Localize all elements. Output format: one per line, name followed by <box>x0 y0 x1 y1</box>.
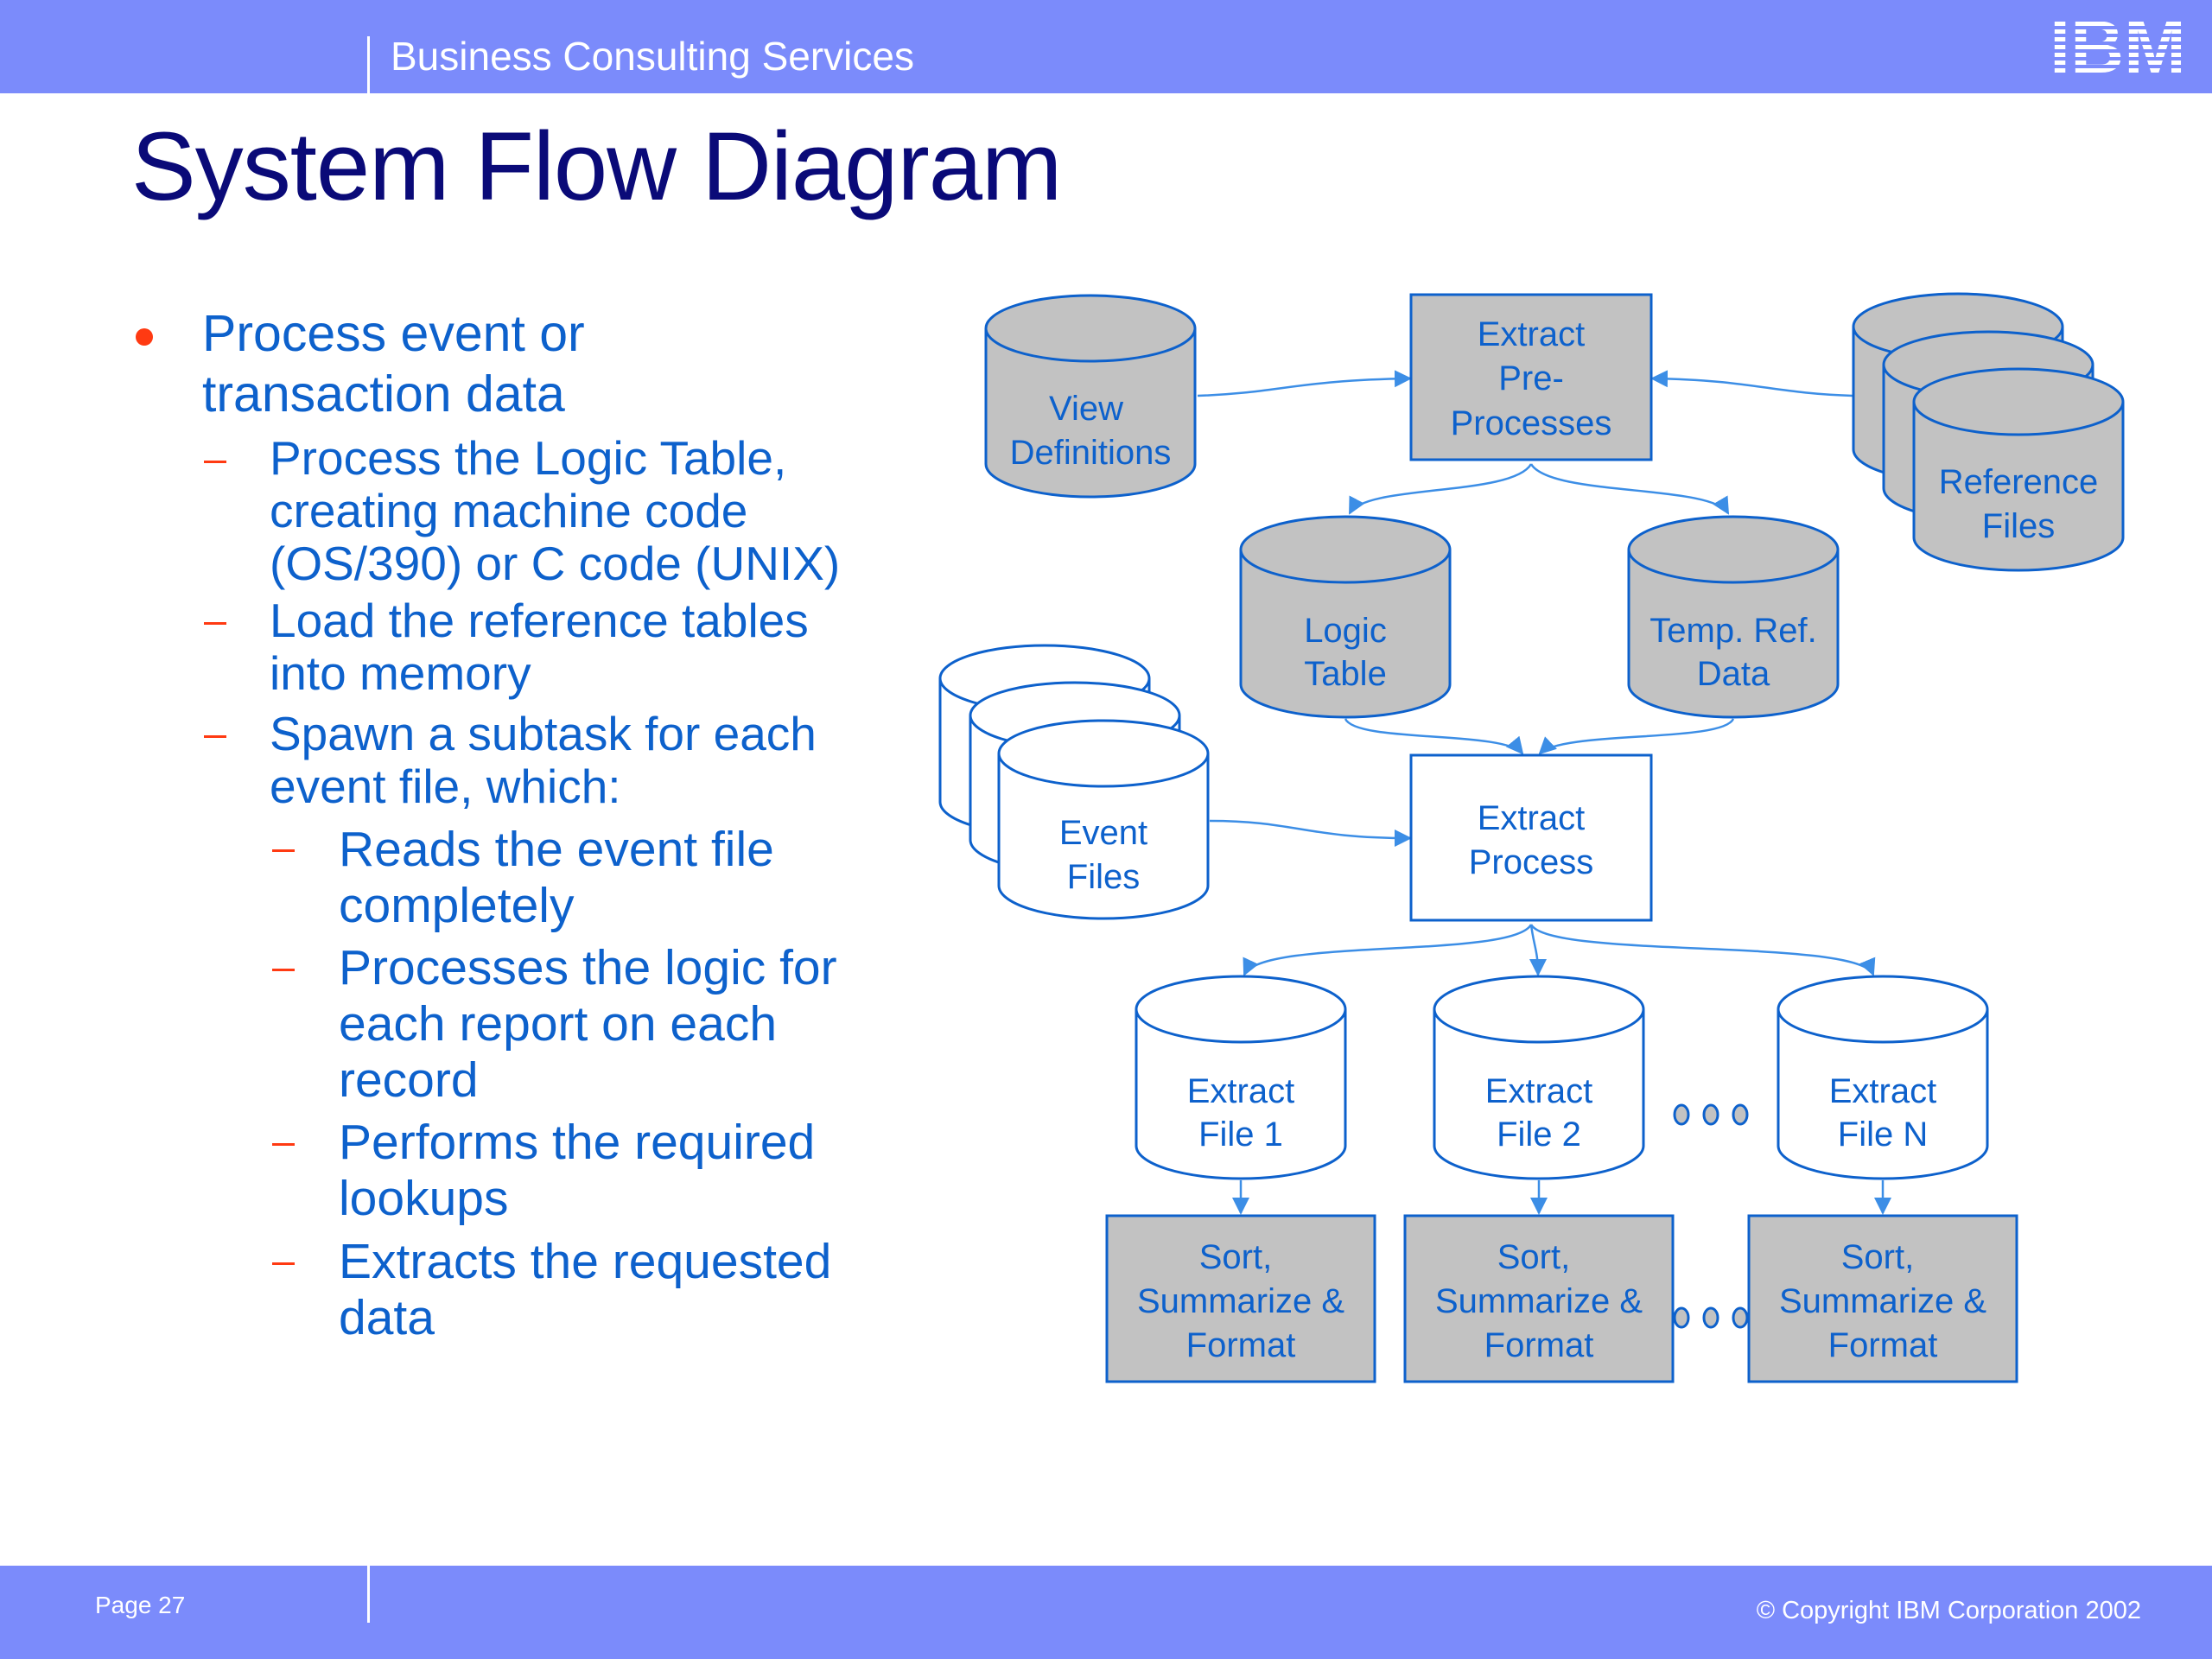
svg-text:Summarize &: Summarize & <box>1137 1282 1344 1320</box>
system-flow-diagram: View Definitions Extract Pre- Processes … <box>938 292 2125 1383</box>
extract-process-box: Extract Process <box>1409 753 1653 922</box>
sub1-line-3: (OS/390) or C code (UNIX) <box>270 537 841 590</box>
svg-text:Extract: Extract <box>1485 1072 1592 1110</box>
event-files-cylinders: Event Files <box>938 644 1210 920</box>
sub-dash <box>272 969 295 971</box>
svg-text:Reference: Reference <box>1939 463 2099 501</box>
arrow-extract-to-file1 <box>1243 924 1533 976</box>
sub1-line-1: Process the Logic Table, <box>270 431 787 485</box>
page-title: System Flow Diagram <box>131 112 1062 220</box>
sub3-line-2: event file, which: <box>270 760 621 813</box>
extract-preprocesses-box: Extract Pre- Processes <box>1409 293 1653 461</box>
svg-text:Summarize &: Summarize & <box>1779 1282 1986 1320</box>
svg-text:IBM: IBM <box>2050 12 2186 78</box>
sub3b-line-2: each report on each <box>339 996 778 1052</box>
sub3a-line-2: completely <box>339 878 575 933</box>
svg-text:File N: File N <box>1838 1116 1928 1154</box>
sub3b-line-3: record <box>339 1052 479 1108</box>
arrow-event-to-extract <box>1209 819 1412 847</box>
bullet-list: Process event or transaction data Proces… <box>0 0 899 1469</box>
extract-file-1-cylinder: Extract File 1 <box>1135 975 1347 1180</box>
svg-text:Sort,: Sort, <box>1841 1238 1914 1276</box>
svg-text:Files: Files <box>1067 858 1140 896</box>
sub-dash <box>272 1262 295 1265</box>
sub3d-line-1: Extracts the requested <box>339 1234 832 1289</box>
temp-ref-data-cylinder: Temp. Ref. Data <box>1627 515 1840 719</box>
header-bar: Business Consulting Services IBM <box>0 0 2212 93</box>
sub-dash <box>204 735 226 738</box>
copyright-notice: © Copyright IBM Corporation 2002 <box>1756 1597 2141 1624</box>
arrow-view-to-preprocess <box>1197 370 1412 397</box>
footer-bar: Page 27 © Copyright IBM Corporation 2002 <box>0 1566 2212 1659</box>
header-divider <box>367 36 370 93</box>
svg-text:File 1: File 1 <box>1198 1116 1283 1154</box>
flow-arrows <box>1197 370 1891 1215</box>
sub3c-line-2: lookups <box>339 1171 509 1226</box>
svg-text:View: View <box>1049 390 1123 428</box>
sub-dash <box>272 849 295 852</box>
sub2-line-2: into memory <box>270 646 531 700</box>
extract-file-n-cylinder: Extract File N <box>1777 975 1989 1180</box>
svg-text:File 2: File 2 <box>1497 1116 1581 1154</box>
reference-files-cylinders: Reference Files <box>1852 292 2125 572</box>
ellipsis-dots-files <box>1673 1103 1749 1126</box>
svg-text:Format: Format <box>1186 1326 1296 1364</box>
svg-text:Extract: Extract <box>1187 1072 1294 1110</box>
svg-text:Temp. Ref.: Temp. Ref. <box>1649 612 1816 650</box>
arrow-preprocess-to-temp <box>1529 463 1730 515</box>
header-title: Business Consulting Services <box>391 34 914 79</box>
bullet-main-line-1: Process event or <box>202 305 585 362</box>
sub-dash <box>272 1143 295 1146</box>
ellipsis-dots-sorts <box>1673 1306 1749 1329</box>
svg-text:Process: Process <box>1469 843 1594 881</box>
sub3d-line-2: data <box>339 1290 435 1345</box>
sort-summarize-format-box-1: Sort, Summarize & Format <box>1105 1214 1376 1383</box>
footer-divider <box>367 1566 370 1623</box>
sub1-line-2: creating machine code <box>270 484 748 537</box>
svg-text:Sort,: Sort, <box>1497 1238 1570 1276</box>
extract-file-2-cylinder: Extract File 2 <box>1433 975 1645 1180</box>
svg-text:Format: Format <box>1484 1326 1594 1364</box>
svg-text:Processes: Processes <box>1451 404 1612 442</box>
sub-dash <box>204 461 226 463</box>
logic-table-cylinder: Logic Table <box>1239 515 1452 719</box>
svg-text:Sort,: Sort, <box>1199 1238 1272 1276</box>
page-number: Page 27 <box>95 1592 186 1618</box>
arrow-logic-to-extract <box>1344 718 1524 755</box>
svg-text:Extract: Extract <box>1478 799 1585 837</box>
sub3c-line-1: Performs the required <box>339 1115 816 1170</box>
view-definitions-cylinder: View Definitions <box>984 294 1197 499</box>
sub3-line-1: Spawn a subtask for each <box>270 707 817 760</box>
arrow-extract-to-filen <box>1529 924 1876 976</box>
bullet-dot <box>136 328 153 346</box>
svg-text:Extract: Extract <box>1478 315 1585 353</box>
arrow-extract-to-file2 <box>1529 924 1547 976</box>
sub3b-line-1: Processes the logic for <box>339 940 837 995</box>
sub2-line-1: Load the reference tables <box>270 594 809 647</box>
sort-summarize-format-box-2: Sort, Summarize & Format <box>1403 1214 1675 1383</box>
svg-text:Files: Files <box>1982 507 2055 545</box>
svg-text:Table: Table <box>1304 655 1387 693</box>
svg-text:Summarize &: Summarize & <box>1435 1282 1643 1320</box>
svg-text:Format: Format <box>1828 1326 1938 1364</box>
svg-text:Extract: Extract <box>1829 1072 1936 1110</box>
arrow-temp-to-extract <box>1538 718 1735 755</box>
sub-dash <box>204 622 226 625</box>
arrow-preprocess-to-logic <box>1348 463 1533 515</box>
sub3a-line-1: Reads the event file <box>339 822 774 877</box>
ibm-logo: IBM <box>2050 12 2186 78</box>
svg-text:Logic: Logic <box>1304 612 1387 650</box>
sort-summarize-format-box-n: Sort, Summarize & Format <box>1747 1214 2018 1383</box>
bullet-main-line-2: transaction data <box>202 365 565 423</box>
svg-text:Definitions: Definitions <box>1010 434 1172 472</box>
svg-text:Event: Event <box>1059 814 1147 852</box>
svg-text:Data: Data <box>1697 655 1770 693</box>
arrow-reference-to-preprocess <box>1650 370 1853 397</box>
svg-text:Pre-: Pre- <box>1498 359 1564 397</box>
